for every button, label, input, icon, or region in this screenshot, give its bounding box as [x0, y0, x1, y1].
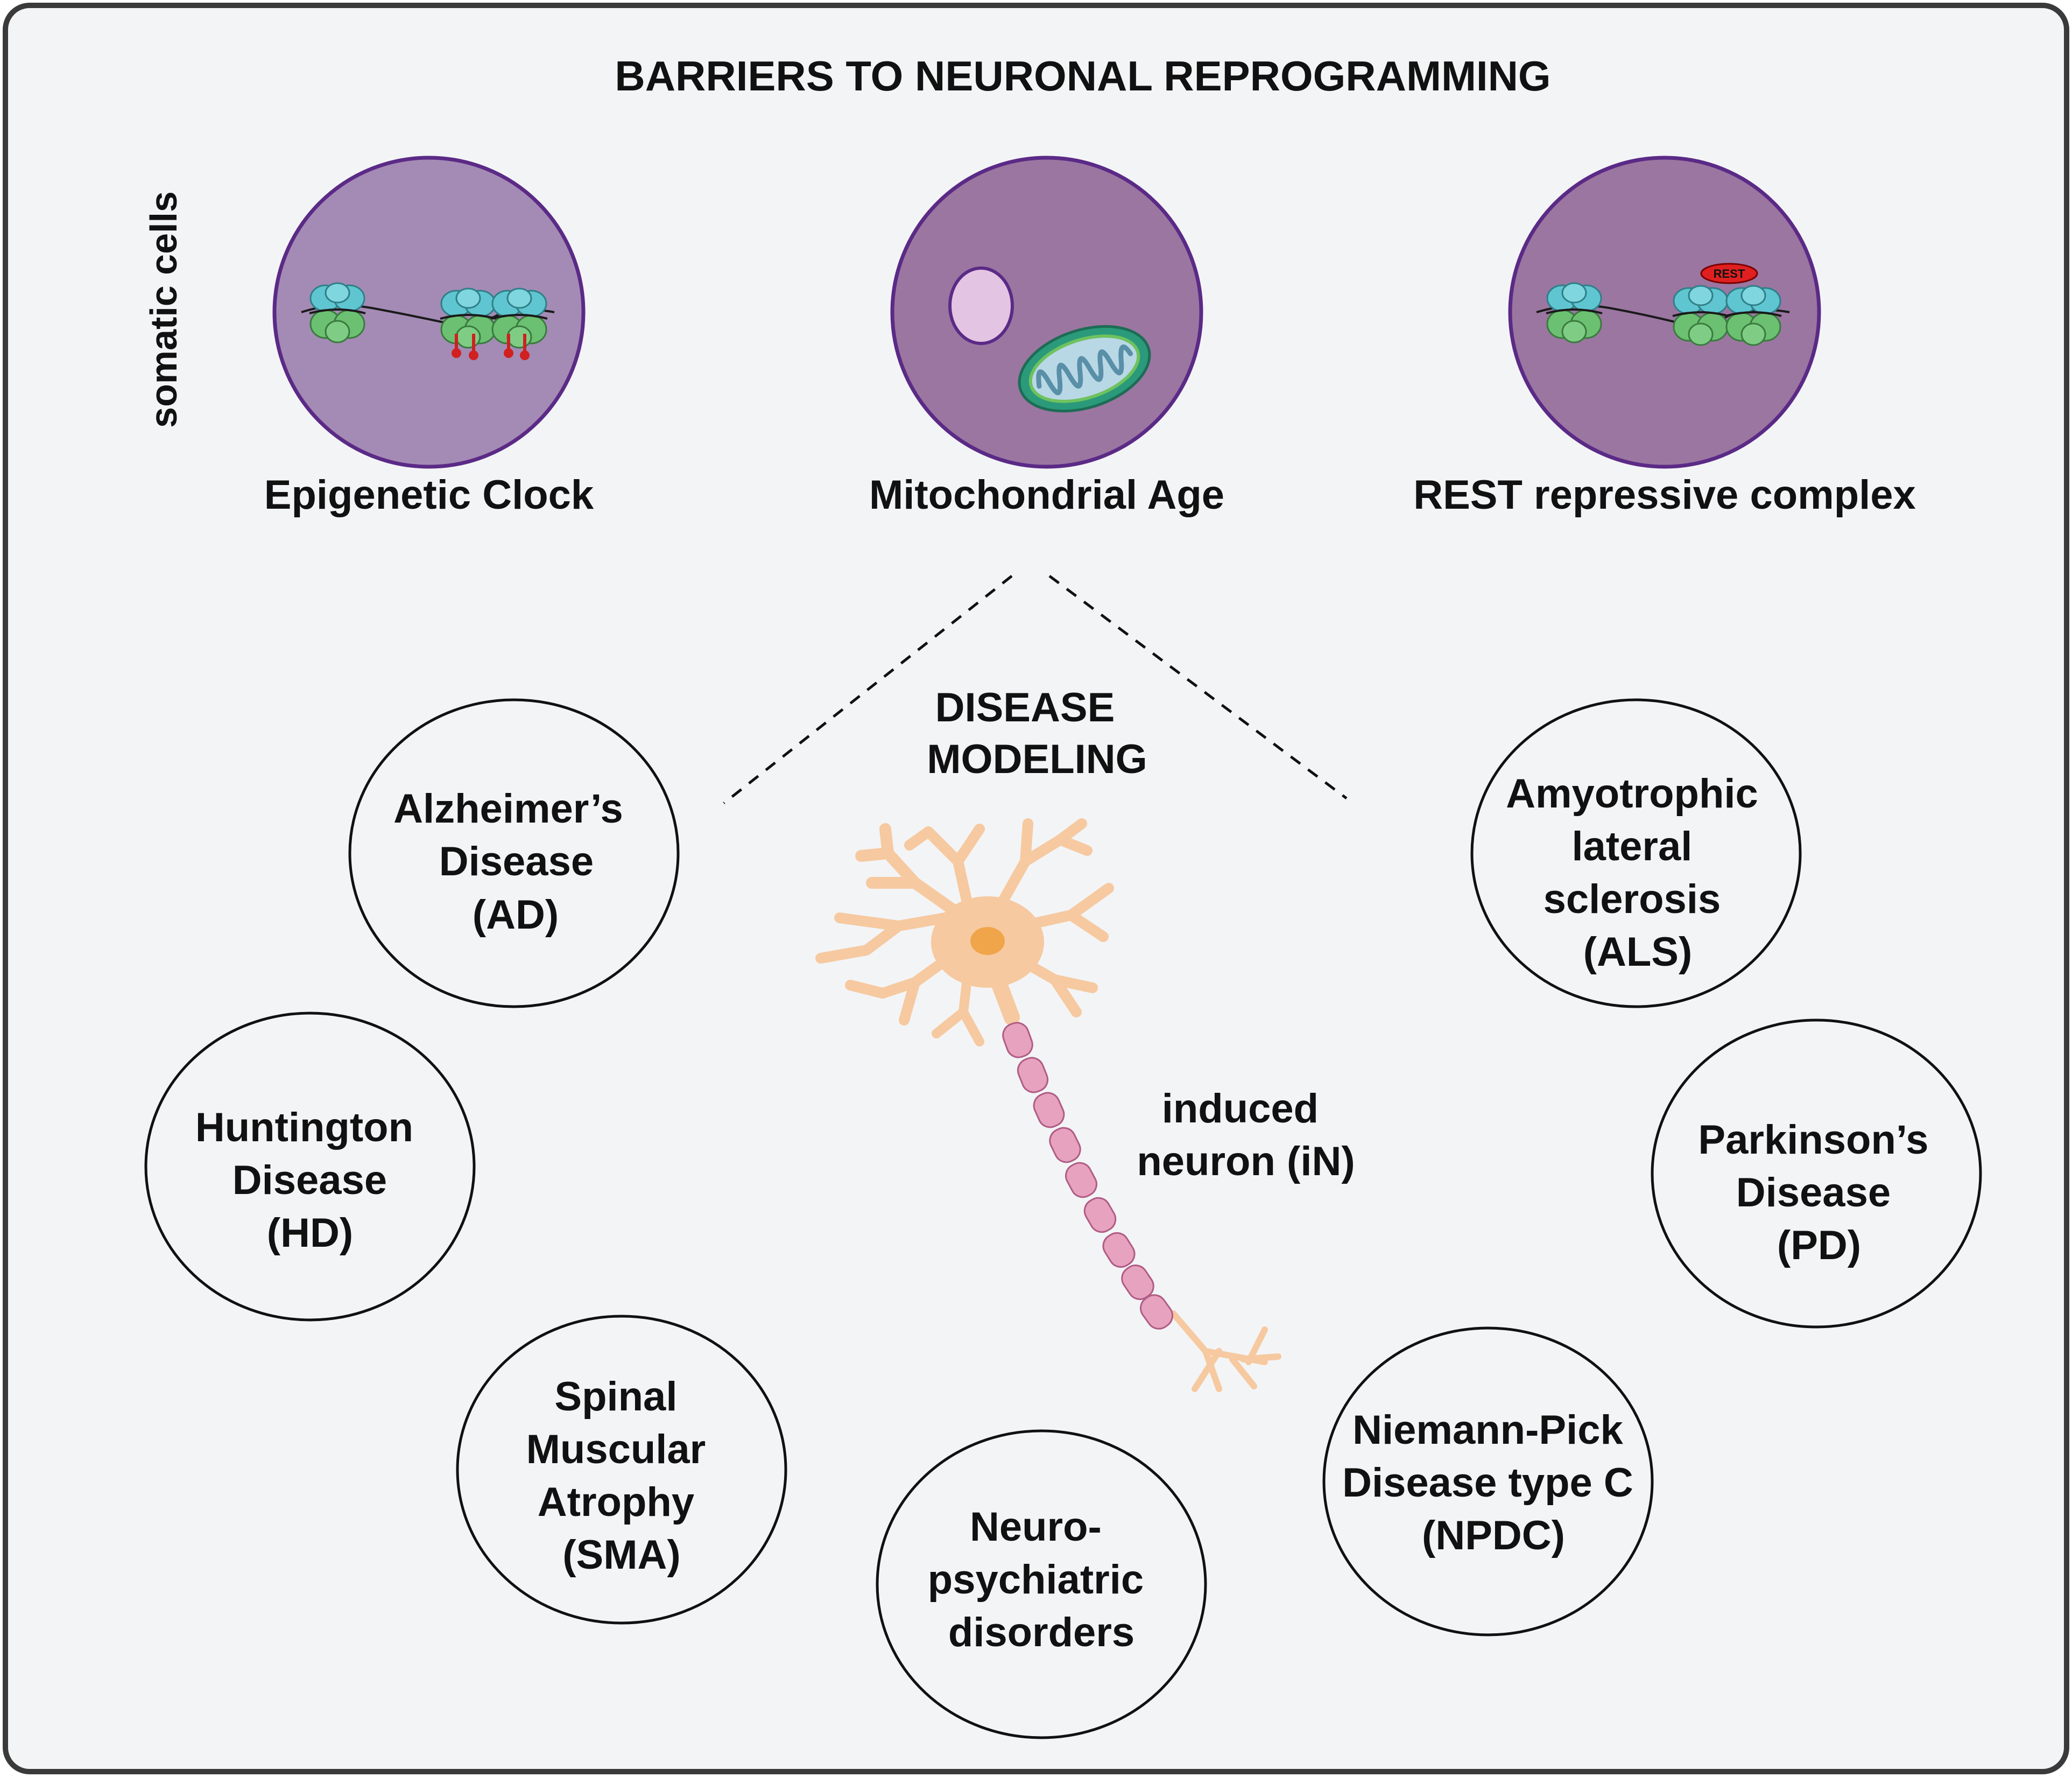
barrier-label-epigenetic-clock: Epigenetic Clock — [264, 472, 594, 518]
disease-label-line: Disease type C — [1342, 1460, 1633, 1506]
cell-rest-complex-body — [1508, 156, 1821, 469]
cell-epigenetic-clock-body — [272, 156, 586, 469]
somatic-cells-label: somatic cells — [143, 191, 185, 428]
disease-label-line: Muscular — [526, 1427, 706, 1472]
disease-label-line: (SMA) — [562, 1532, 681, 1578]
svg-text:Alzheimer’s Disease: Alzheimer’s Disease (AD) — [393, 786, 635, 938]
disease-bubble-pd: Parkinson’s Disease (PD) — [1651, 1019, 1982, 1329]
disease-bubble-sma: Spinal Muscular Atrophy (SMA) — [456, 1315, 787, 1625]
disease-label-line: (PD) — [1777, 1223, 1861, 1268]
svg-text:Neuro- psychiatric: Neuro- psychiatric disorders — [928, 1504, 1155, 1655]
disease-bubble-als: Amyotrophic lateral sclerosis (ALS) — [1470, 698, 1802, 1008]
disease-bubble-npdc: Niemann-Pick Disease type C (NPDC) — [1322, 1326, 1654, 1636]
disease-bubble-hd: Huntington Disease (HD) — [144, 1012, 476, 1322]
page-title: BARRIERS TO NEURONAL REPROGRAMMING — [615, 52, 1551, 100]
disease-label-line: Neuro- — [970, 1504, 1102, 1550]
disease-label-line: Spinal — [554, 1374, 677, 1420]
cell-rest-complex: REST — [1508, 156, 1821, 469]
svg-text:Amyotrophic lateral: Amyotrophic lateral sclerosis (ALS) — [1506, 771, 1770, 975]
induced-neuron-label-line: neuron (iN) — [1137, 1139, 1355, 1184]
disease-label-line: lateral — [1571, 824, 1692, 869]
barrier-label-mitochondrial-age: Mitochondrial Age — [869, 472, 1224, 518]
svg-text:Huntington Disease: Huntington Disease (HD) — [195, 1105, 425, 1256]
disease-bubble-ad: Alzheimer’s Disease (AD) — [348, 698, 680, 1008]
cell-epigenetic-clock — [272, 156, 586, 469]
svg-text:Parkinson’s Disease: Parkinson’s Disease (PD) — [1698, 1117, 1940, 1268]
svg-text:Niemann-Pick Disease typ: Niemann-Pick Disease type C (NPDC) — [1342, 1407, 1645, 1558]
disease-label-line: Huntington — [195, 1105, 413, 1150]
disease-modeling-label: DISEASE MODELING — [927, 685, 1147, 782]
svg-text:Spinal Muscular At: Spinal Muscular Atrophy (SMA) — [526, 1374, 717, 1578]
disease-label-line: Disease — [232, 1157, 387, 1203]
myelin-sheath-icon — [1002, 1022, 1173, 1330]
methylation-mark-icon — [452, 334, 530, 360]
disease-label-line: (ALS) — [1583, 929, 1693, 975]
disease-bubble-neuropsychiatric: Neuro- psychiatric disorders — [876, 1429, 1207, 1739]
disease-label-line: Parkinson’s — [1698, 1117, 1928, 1163]
disease-label-line: Niemann-Pick — [1352, 1407, 1623, 1453]
disease-label-line: psychiatric — [928, 1557, 1144, 1603]
disease-label-line: (AD) — [473, 892, 559, 938]
dashed-connector-left — [723, 575, 1013, 804]
dashed-connector-right — [1048, 574, 1348, 800]
mitochondrion-icon — [1018, 325, 1151, 413]
induced-neuron-icon — [815, 818, 1281, 1392]
cell-mitochondrial-age — [890, 156, 1203, 469]
disease-label-line: (NPDC) — [1422, 1513, 1565, 1558]
disease-label-line: Disease — [439, 839, 594, 884]
disease-modeling-line: MODELING — [927, 736, 1147, 782]
disease-label-line: sclerosis — [1544, 876, 1721, 922]
neuron-nucleus-icon — [970, 927, 1005, 955]
disease-modeling-line: DISEASE — [935, 685, 1115, 731]
cell-mitochondrial-age-body — [890, 156, 1203, 469]
disease-label-line: disorders — [948, 1610, 1134, 1655]
nucleus-icon — [948, 266, 1014, 345]
induced-neuron-label: induced neuron (iN) — [1137, 1086, 1355, 1184]
disease-label-line: Atrophy — [538, 1479, 694, 1525]
disease-label-line: Disease — [1736, 1170, 1891, 1216]
disease-label-line: Amyotrophic — [1506, 771, 1758, 817]
rest-tag-label: REST — [1714, 267, 1745, 280]
disease-label-line: (HD) — [267, 1210, 353, 1256]
induced-neuron-label-line: induced — [1162, 1086, 1319, 1132]
rest-tag-icon — [1700, 263, 1758, 284]
barrier-label-rest-complex: REST repressive complex — [1413, 472, 1916, 518]
disease-label-line: Alzheimer’s — [393, 786, 623, 832]
figure-frame — [3, 3, 2069, 1774]
